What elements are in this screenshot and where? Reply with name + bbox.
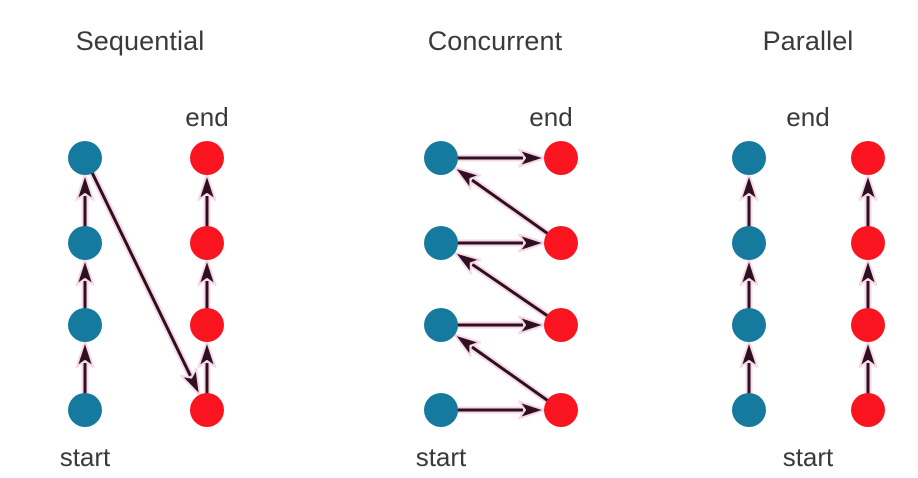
node-parallel-red-4[interactable] xyxy=(851,393,885,427)
arrow-head xyxy=(75,173,95,201)
arrow-head xyxy=(197,258,217,286)
panel-parallel: Parallel end start xyxy=(732,26,885,472)
edge-red-3-to-red-2 xyxy=(858,258,878,313)
edge-line xyxy=(471,345,549,402)
arrow-head xyxy=(739,173,759,201)
edge-blue-1-to-red-1 xyxy=(453,148,546,168)
arrow-head xyxy=(197,340,217,368)
node-sequential-blue-3[interactable] xyxy=(68,308,102,342)
edge-red-4-to-blue-3 xyxy=(453,333,552,405)
node-sequential-blue-1[interactable] xyxy=(68,141,102,175)
node-concurrent-blue-4[interactable] xyxy=(424,393,458,427)
edge-red-4-to-red-3 xyxy=(197,340,217,398)
node-concurrent-red-3[interactable] xyxy=(544,308,578,342)
node-concurrent-blue-2[interactable] xyxy=(424,226,458,260)
panel-sequential: Sequential end start xyxy=(60,26,229,472)
start-label-concurrent: start xyxy=(416,442,467,472)
arrow-head xyxy=(453,333,482,358)
node-parallel-blue-2[interactable] xyxy=(732,226,766,260)
node-sequential-blue-2[interactable] xyxy=(68,226,102,260)
node-concurrent-red-4[interactable] xyxy=(544,393,578,427)
node-parallel-red-1[interactable] xyxy=(851,141,885,175)
edge-blue-3-to-red-3 xyxy=(453,315,546,335)
edge-red-3-to-blue-2 xyxy=(453,251,552,320)
edge-blue-4-to-blue-3 xyxy=(739,340,759,398)
edges-concurrent xyxy=(453,148,552,420)
node-sequential-red-2[interactable] xyxy=(190,226,224,260)
end-label-sequential: end xyxy=(185,102,228,132)
arrow-head xyxy=(197,173,217,201)
edge-blue-4-to-blue-3 xyxy=(75,340,95,398)
node-concurrent-blue-1[interactable] xyxy=(424,141,458,175)
arrow-head xyxy=(518,233,546,253)
end-label-concurrent: end xyxy=(529,102,572,132)
edge-blue-3-to-blue-2 xyxy=(75,258,95,313)
arrow-head xyxy=(739,258,759,286)
arrow-head xyxy=(75,258,95,286)
edge-blue-2-to-red-2 xyxy=(453,233,546,253)
arrow-head xyxy=(75,340,95,368)
edge-line xyxy=(90,171,192,377)
panel-title-sequential: Sequential xyxy=(76,26,205,56)
node-parallel-red-2[interactable] xyxy=(851,226,885,260)
edges-sequential xyxy=(75,168,217,398)
arrow-head xyxy=(518,400,546,420)
arrow-head xyxy=(858,340,878,368)
nodes-sequential xyxy=(68,141,224,427)
arrow-head xyxy=(739,340,759,368)
node-concurrent-red-1[interactable] xyxy=(544,141,578,175)
nodes-concurrent xyxy=(424,141,578,427)
end-label-parallel: end xyxy=(786,102,829,132)
nodes-parallel xyxy=(732,141,885,427)
arrow-head xyxy=(180,367,202,397)
node-parallel-blue-4[interactable] xyxy=(732,393,766,427)
edge-red-4-to-red-3 xyxy=(858,340,878,398)
arrow-head xyxy=(858,258,878,286)
arrow-head xyxy=(518,148,546,168)
edge-line xyxy=(471,263,549,318)
node-concurrent-blue-3[interactable] xyxy=(424,308,458,342)
node-parallel-blue-1[interactable] xyxy=(732,141,766,175)
panel-title-concurrent: Concurrent xyxy=(428,26,563,56)
start-label-sequential: start xyxy=(60,442,111,472)
arrow-head xyxy=(858,173,878,201)
arrow-head xyxy=(518,315,546,335)
start-label-parallel: start xyxy=(783,442,834,472)
edge-line xyxy=(471,178,549,235)
panel-concurrent: Concurrent end start xyxy=(416,26,578,472)
edges-parallel xyxy=(739,173,878,398)
edge-red-2-to-red-1 xyxy=(197,173,217,231)
node-sequential-red-4[interactable] xyxy=(190,393,224,427)
edge-blue-3-to-blue-2 xyxy=(739,258,759,313)
edge-blue-4-to-red-4 xyxy=(453,400,546,420)
node-parallel-blue-3[interactable] xyxy=(732,308,766,342)
node-sequential-blue-4[interactable] xyxy=(68,393,102,427)
panels-layer: SequentialendstartConcurrentendstartPara… xyxy=(60,26,885,472)
node-parallel-red-3[interactable] xyxy=(851,308,885,342)
arrow-head xyxy=(453,251,482,275)
edge-blue-1-to-red-4 xyxy=(88,168,202,397)
node-sequential-red-3[interactable] xyxy=(190,308,224,342)
arrow-head xyxy=(453,166,482,191)
edge-red-2-to-blue-1 xyxy=(453,166,552,238)
edge-blue-2-to-blue-1 xyxy=(739,173,759,231)
edge-red-3-to-red-2 xyxy=(197,258,217,313)
panel-title-parallel: Parallel xyxy=(763,26,854,56)
edge-blue-2-to-blue-1 xyxy=(75,173,95,231)
node-sequential-red-1[interactable] xyxy=(190,141,224,175)
node-concurrent-red-2[interactable] xyxy=(544,226,578,260)
edge-red-2-to-red-1 xyxy=(858,173,878,231)
